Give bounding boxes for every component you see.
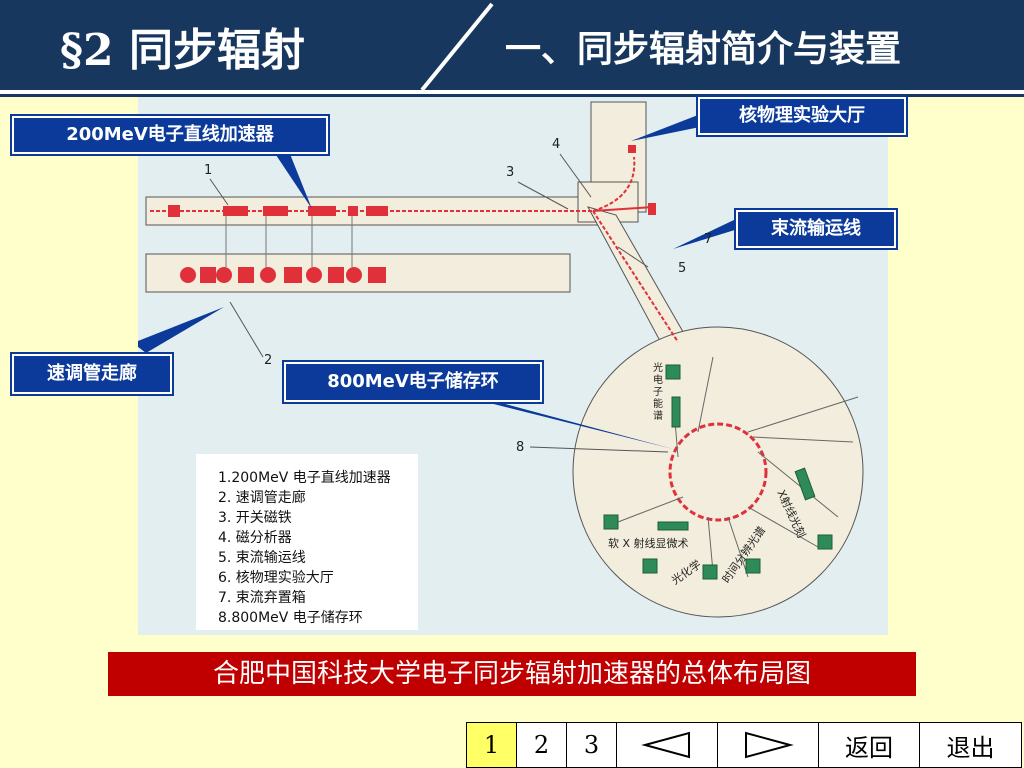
beamline-station <box>702 564 718 580</box>
klystron <box>238 267 254 283</box>
klystron <box>346 267 362 283</box>
legend-item: 1.200MeV 电子直线加速器 <box>218 470 391 486</box>
linac-section <box>308 206 336 216</box>
storage-ring <box>668 422 768 522</box>
beamline-station <box>817 534 833 550</box>
figure-caption: 合肥中国科技大学电子同步辐射加速器的总体布局图 <box>108 652 916 696</box>
callout-pointer <box>138 307 224 353</box>
callout-klystron-gallery: 速调管走廊 <box>12 354 172 394</box>
label-number-2: 2 <box>264 353 273 368</box>
triangle-left-icon <box>641 731 690 759</box>
legend-item: 2. 速调管走廊 <box>218 490 306 506</box>
legend-item: 8.800MeV 电子储存环 <box>218 610 363 626</box>
linac-section <box>263 206 288 216</box>
page-3-button[interactable]: 3 <box>567 723 617 767</box>
beamline-station <box>745 558 761 574</box>
callout-pointer <box>631 115 700 141</box>
klystron <box>328 267 344 283</box>
label-number-7: 7 <box>704 232 713 247</box>
callout-pointer <box>274 149 312 209</box>
beamline-station <box>657 521 689 531</box>
page-1-button[interactable]: 1 <box>467 723 517 767</box>
beamline-station <box>603 514 619 530</box>
beamline-soft-xray-label: 软 X 射线显微术 <box>608 537 689 550</box>
exit-button[interactable]: 退出 <box>946 733 995 762</box>
beamline-station <box>794 467 816 501</box>
klystron <box>180 267 196 283</box>
layout-drawing <box>138 101 864 618</box>
slide-navigation: 1 2 3 返回 退出 <box>466 722 1022 768</box>
label-number-5: 5 <box>678 261 687 276</box>
klystron <box>306 267 322 283</box>
klystron <box>284 267 302 283</box>
klystron <box>260 267 276 283</box>
legend-item: 6. 核物理实验大厅 <box>218 570 334 586</box>
callout-pointer <box>450 393 673 449</box>
linac-section <box>348 206 358 216</box>
callout-nuclear-hall: 核物理实验大厅 <box>698 97 906 135</box>
beamline-station <box>665 364 681 380</box>
legend-item: 5. 束流输运线 <box>218 550 306 566</box>
previous-button[interactable] <box>617 723 718 767</box>
callout-beam-transport-line: 束流输运线 <box>736 210 896 248</box>
label-number-8: 8 <box>516 440 525 455</box>
legend-item: 4. 磁分析器 <box>218 530 292 546</box>
callout-pointer <box>673 219 738 249</box>
legend-item: 7. 束流弃置箱 <box>218 590 306 606</box>
beamline-station <box>642 558 658 574</box>
page-2-button[interactable]: 2 <box>517 723 567 767</box>
label-number-1: 1 <box>204 163 213 178</box>
beam-dump <box>648 203 656 215</box>
section-title: §2 同步辐射 <box>60 25 305 76</box>
callout-linac: 200MeV电子直线加速器 <box>12 116 328 154</box>
title-divider-dark <box>0 94 1024 97</box>
callout-storage-ring: 800MeV电子储存环 <box>284 362 542 402</box>
linac-section <box>223 206 248 216</box>
hall-target <box>628 145 636 153</box>
storage-ring-hall <box>572 326 864 618</box>
linac-section <box>366 206 388 216</box>
legend-item: 3. 开关磁铁 <box>218 510 292 526</box>
title-slash-decoration <box>420 2 494 92</box>
legend-box <box>196 454 418 630</box>
klystron <box>216 267 232 283</box>
klystron <box>368 267 386 283</box>
beamline-station <box>671 396 681 428</box>
label-number-4: 4 <box>552 137 561 152</box>
next-button[interactable] <box>718 723 819 767</box>
title-divider <box>0 90 1024 94</box>
title-bar <box>0 0 1024 90</box>
triangle-right-icon <box>745 731 794 759</box>
klystron <box>200 267 216 283</box>
beamline-photoelectron-label: 光 电 子 能 谱 <box>653 363 663 422</box>
linac-section <box>168 205 180 217</box>
slide-subtitle: 一、同步辐射简介与装置 <box>505 28 902 70</box>
back-button[interactable]: 返回 <box>819 723 920 767</box>
label-number-3: 3 <box>506 165 515 180</box>
